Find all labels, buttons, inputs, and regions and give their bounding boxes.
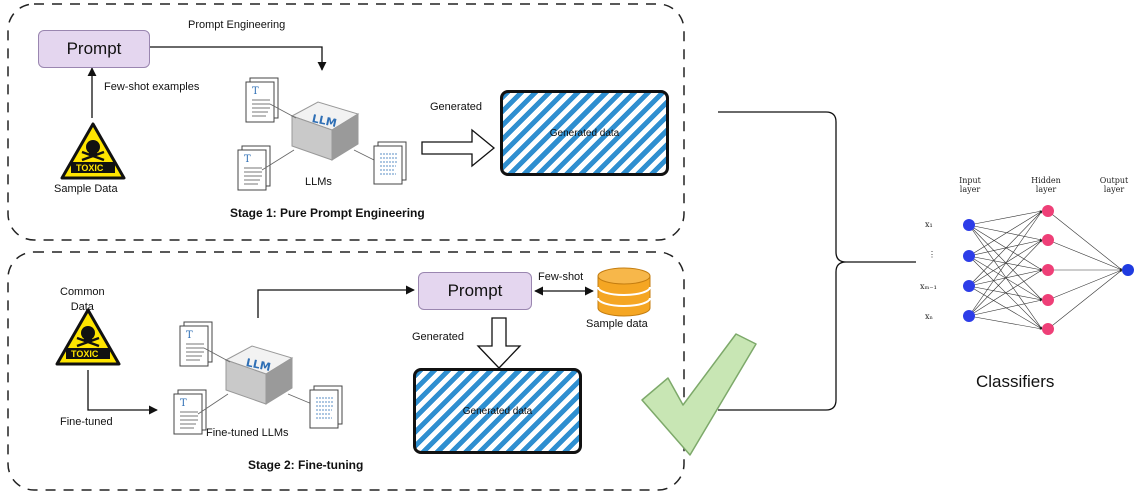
nn-edge [968,210,1043,226]
stage2-generate-arrow [476,317,522,369]
stage2-title: Stage 2: Fine-tuning [248,458,364,472]
warning-toxic-icon [60,122,126,180]
hidden-layer-label: Hidden layer [1031,176,1061,194]
stage2-generated-data: Generated data [413,368,582,454]
nn-edge [968,224,1043,241]
stage2-generated-label: Generated [412,331,464,343]
stage1-generated-data-label: Generated data [549,127,620,139]
nn-edge [968,269,1043,317]
svg-text:T: T [252,86,259,97]
input-xn-label: xₙ [925,312,933,321]
checkmark-icon [641,333,757,456]
input-dots-label: ⋮ [928,250,936,259]
neural-network-icon [963,205,1134,335]
document-icon: T [237,145,271,191]
nn-edge [1047,269,1123,301]
stage1-generated-label: Generated [430,101,482,113]
input-node [963,250,975,262]
nn-edge [968,299,1043,317]
hidden-node [1042,234,1054,246]
input-xm1-label: xₘ₋₁ [920,282,937,291]
classifier-bracket [718,111,916,411]
stage2-arrows [87,285,594,415]
nn-edge [1047,210,1123,271]
stage2-prompt-box: Prompt [418,272,532,310]
stage1-prompt-box: Prompt [38,30,150,68]
few-shot-examples-label: Few-shot examples [104,81,200,93]
stage1-prompt-label: Prompt [66,39,122,58]
toxic-label: TOXIC [76,163,104,173]
database-icon [597,267,651,317]
toxic-label: TOXIC [71,349,99,359]
stage2-container [7,251,685,491]
input-layer-label: Input layer [959,176,981,194]
nn-edge [968,285,1043,330]
document-icon: T [179,321,213,367]
stage1-arrows [87,46,327,118]
common-data-label: Common Data [60,285,105,315]
input-node [963,310,975,322]
document-icon [373,141,407,185]
svg-text:LLM: LLM [245,356,272,374]
nn-edge [968,224,1043,301]
stage1-title: Stage 1: Pure Prompt Engineering [230,206,425,220]
stage2-prompt-label: Prompt [447,281,503,300]
stage2-generated-data-label: Generated data [462,405,533,417]
hidden-node [1042,294,1054,306]
nn-edge [968,239,1043,317]
fine-tuned-llms-label: Fine-tuned LLMs [206,427,289,439]
llm-cube-icon: LLM [290,101,360,161]
hidden-node [1042,205,1054,217]
stage1-container [7,3,685,241]
sample-data-label: Sample Data [54,183,118,195]
nn-edge [968,239,1043,257]
warning-toxic-icon [55,308,121,366]
prompt-engineering-label: Prompt Engineering [188,19,286,31]
llm-cube-icon: LLM [224,345,294,405]
svg-text:T: T [244,154,251,165]
common-data-line1: Common [60,286,105,298]
nn-edge [968,210,1043,257]
llm-connector-lines [197,347,313,415]
nn-edge [968,255,1043,330]
common-data-line2: Data [70,301,94,313]
fine-tuned-label: Fine-tuned [60,416,113,428]
output-node [1122,264,1134,276]
llms-label: LLMs [305,176,332,188]
svg-text:LLM: LLM [311,112,338,130]
nn-edge [1047,269,1123,330]
few-shot-label: Few-shot [538,271,584,283]
hidden-node [1042,264,1054,276]
nn-edge [968,210,1043,287]
nn-edge [968,224,1043,330]
input-x1-label: x₁ [925,220,933,229]
classifiers-title: Classifiers [976,372,1055,391]
nn-edge [968,210,1043,317]
document-icon [309,385,343,429]
output-layer-label: Output layer [1099,176,1129,194]
svg-text:T: T [180,398,187,409]
stage1-generated-data: Generated data [500,90,669,176]
input-node [963,219,975,231]
hidden-node [1042,323,1054,335]
nn-edge [968,315,1043,330]
nn-edge [968,224,1043,271]
svg-text:T: T [186,330,193,341]
nn-edge [1047,239,1123,271]
stage1-generate-arrow [421,128,496,168]
sample-data-label: Sample data [586,318,648,330]
document-icon: T [245,77,279,123]
document-icon: T [173,389,207,435]
input-node [963,280,975,292]
